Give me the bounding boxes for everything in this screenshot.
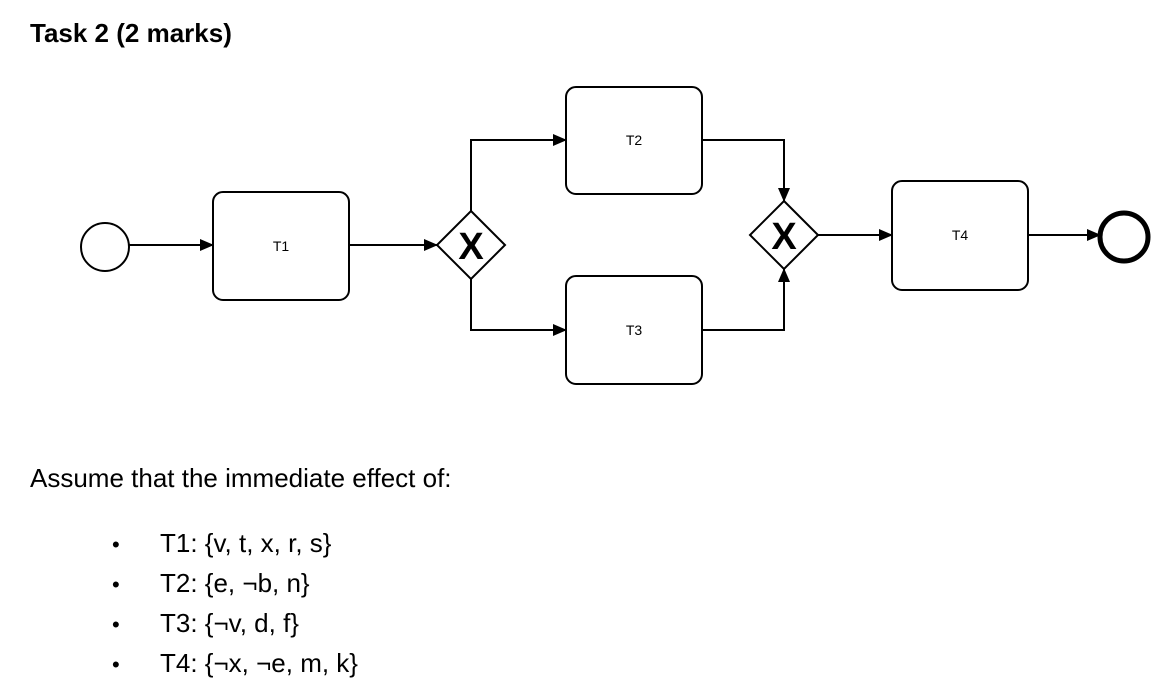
task-t3: T3	[565, 275, 703, 385]
flow-split-to-t3	[470, 279, 567, 336]
flow-split-to-t2	[470, 134, 567, 211]
effect-text: T2: {e, ¬b, n}	[160, 568, 310, 598]
effect-item-t1: • T1: {v, t, x, r, s}	[112, 525, 358, 565]
bullet: •	[112, 532, 120, 557]
start-event	[80, 222, 130, 272]
effect-item-t3: • T3: {¬v, d, f}	[112, 605, 358, 645]
join-gateway-marker: X	[771, 216, 797, 258]
exclusive-join-gateway: X	[748, 199, 820, 271]
effect-item-t2: • T2: {e, ¬b, n}	[112, 565, 358, 605]
effect-item-t4: • T4: {¬x, ¬e, m, k}	[112, 645, 358, 685]
split-gateway-marker: X	[458, 226, 484, 268]
effect-text: T1: {v, t, x, r, s}	[160, 528, 332, 558]
task-t4: T4	[891, 180, 1029, 291]
task-t3-label: T3	[626, 322, 643, 338]
bullet: •	[112, 652, 120, 677]
exclusive-split-gateway: X	[435, 209, 507, 281]
effect-text: T3: {¬v, d, f}	[160, 608, 299, 638]
task-t2: T2	[565, 86, 703, 195]
task-heading: Task 2 (2 marks)	[30, 18, 232, 48]
end-event	[1097, 210, 1151, 264]
process-diagram: T1 T2 T3 T4 X X	[80, 86, 1151, 385]
flow-t3-to-join	[702, 268, 790, 331]
task-t2-label: T2	[626, 132, 643, 148]
effects-list: • T1: {v, t, x, r, s} • T2: {e, ¬b, n} • T3…	[112, 525, 358, 685]
task-t4-label: T4	[952, 227, 969, 243]
task-t1: T1	[212, 191, 350, 301]
effect-text: T4: {¬x, ¬e, m, k}	[160, 648, 358, 678]
effects-intro: Assume that the immediate effect of:	[30, 463, 452, 493]
bullet: •	[112, 572, 120, 597]
task-t1-label: T1	[273, 238, 290, 254]
flow-t2-to-join	[702, 139, 790, 202]
bullet: •	[112, 612, 120, 637]
